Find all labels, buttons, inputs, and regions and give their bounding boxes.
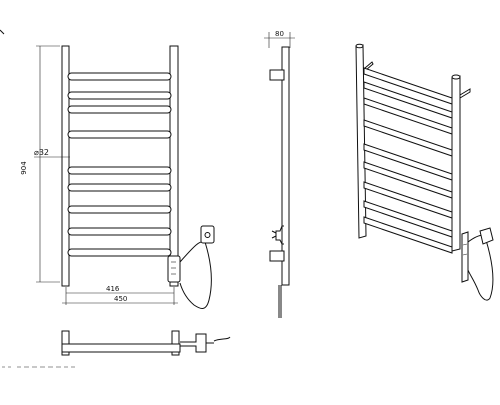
rung — [67, 205, 172, 214]
spacing-dim-label: 416 — [106, 285, 120, 293]
top-right-post — [171, 330, 180, 356]
persp-right-upright — [451, 75, 461, 252]
rung — [67, 72, 172, 81]
rung — [67, 166, 172, 175]
rung — [67, 227, 172, 236]
persp-rung — [363, 81, 453, 119]
rung — [67, 248, 172, 257]
persp-rungs-group — [363, 67, 453, 254]
depth-dim-label: 80 — [275, 30, 284, 38]
persp-cable — [467, 234, 494, 301]
rung — [67, 130, 172, 139]
power-cable — [179, 241, 212, 309]
rung — [67, 183, 172, 192]
persp-wall-plug — [479, 227, 494, 245]
corner-mark — [0, 29, 5, 35]
persp-rung — [363, 161, 453, 199]
diameter-label: ⌀32 — [34, 148, 49, 157]
side-plug — [275, 225, 284, 245]
top-view — [2, 330, 231, 368]
top-plug-connector — [180, 333, 207, 353]
right-upright — [169, 45, 179, 287]
persp-rung — [363, 119, 453, 157]
rung — [67, 105, 172, 114]
wall-plug — [200, 225, 215, 244]
height-dim-label: 904 — [20, 161, 28, 175]
left-upright — [61, 45, 70, 287]
lower-wall-bracket — [269, 250, 285, 262]
persp-rung — [363, 143, 453, 181]
persp-rung — [363, 67, 453, 105]
width-dim-label: 450 — [114, 295, 127, 303]
rung — [67, 91, 172, 100]
persp-rung — [363, 216, 453, 254]
upper-wall-bracket — [269, 69, 285, 81]
persp-plug-box — [461, 231, 469, 283]
plug-box — [167, 255, 181, 283]
top-rail — [61, 343, 181, 353]
persp-rung — [363, 200, 453, 238]
side-upright — [281, 46, 290, 286]
side-view: 80 — [264, 30, 295, 318]
front-view: 904 ⌀32 416 450 — [20, 45, 215, 309]
rungs-group — [67, 72, 172, 257]
persp-rung — [363, 181, 453, 219]
top-left-post — [61, 330, 70, 356]
perspective-view — [355, 43, 494, 301]
persp-rung — [363, 97, 453, 135]
top-cable — [213, 336, 231, 342]
